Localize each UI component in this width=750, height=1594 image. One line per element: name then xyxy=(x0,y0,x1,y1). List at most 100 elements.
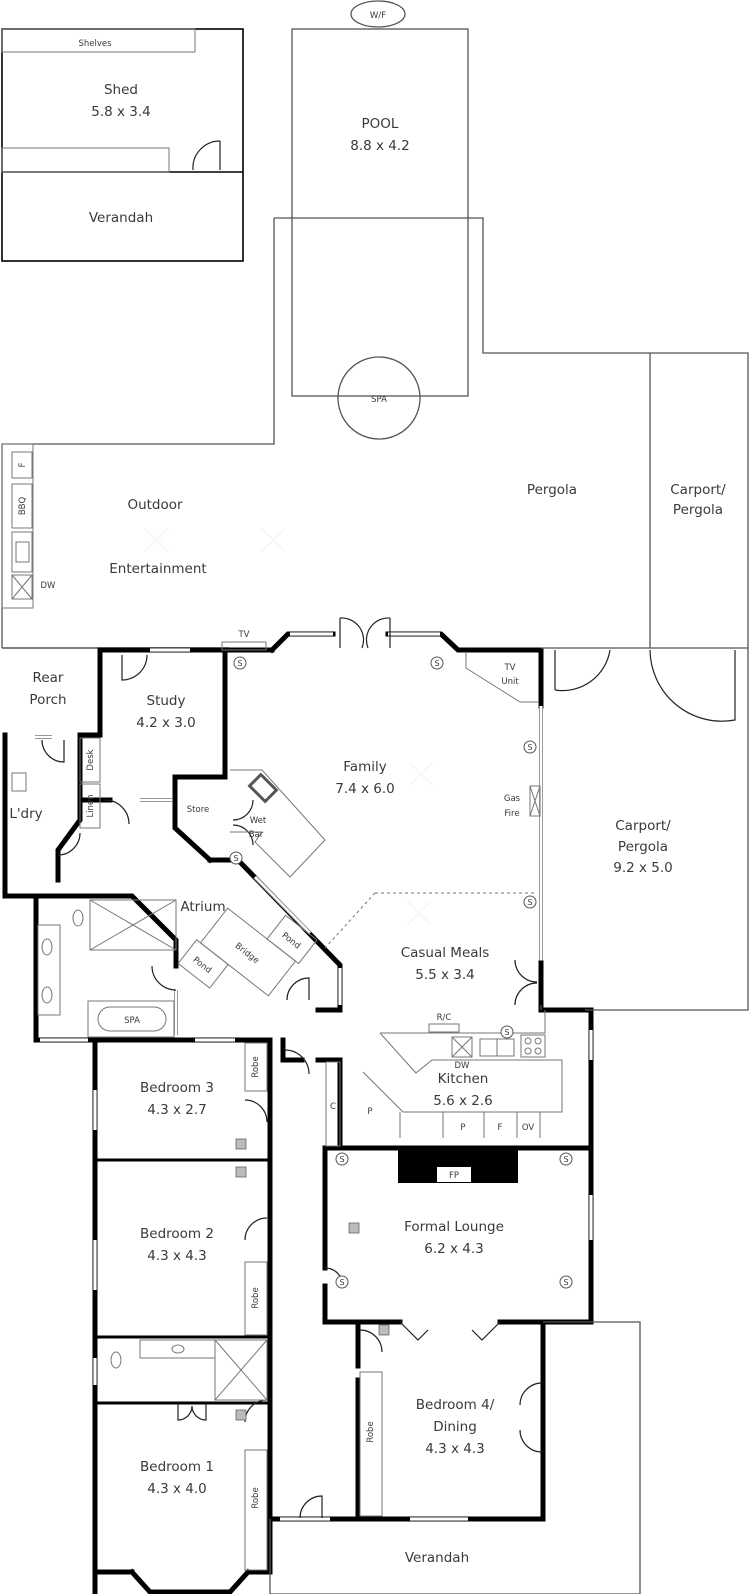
windows xyxy=(35,632,593,1521)
toilet-icon xyxy=(110,1351,122,1369)
smoke-detector-icon xyxy=(335,1152,349,1166)
formal-lounge-name: Formal Lounge xyxy=(404,1219,504,1235)
vent-icons xyxy=(235,1138,390,1421)
smoke-detector-icon xyxy=(335,1275,349,1289)
outdoor-line1: Outdoor xyxy=(127,497,183,513)
kitchen-bench xyxy=(362,1010,563,1113)
gas-fire-line1: Gas xyxy=(504,794,521,804)
smoke-detector-icon xyxy=(523,895,537,909)
shed-size: 5.8 x 3.4 xyxy=(91,104,151,120)
pool-name: POOL xyxy=(362,116,399,132)
kitchen-size: 5.6 x 2.6 xyxy=(433,1093,493,1109)
smoke-detector-label: S xyxy=(233,854,238,863)
family-size: 7.4 x 6.0 xyxy=(335,781,395,797)
smoke-detector-icon xyxy=(523,740,537,754)
smoke-detector-label: S xyxy=(339,1278,344,1287)
shed: Shelves Shed 5.8 x 3.4 Verandah xyxy=(1,28,244,262)
smoke-detector-label: S xyxy=(434,659,439,668)
bedroom1-robe-label: Robe xyxy=(251,1487,261,1508)
casual-meals-boundary xyxy=(324,892,536,949)
sink-icon xyxy=(247,772,279,804)
wet-bar-line1: Wet xyxy=(250,816,267,826)
front-verandah-boundary xyxy=(269,1321,641,1594)
family-name: Family xyxy=(343,759,386,775)
outdoor-dw-label: DW xyxy=(41,581,57,591)
linen-label: Linen xyxy=(86,794,96,817)
bedroom3-robe-label: Robe xyxy=(251,1056,261,1077)
wet-bar-line2: Bar xyxy=(249,830,264,840)
cupboard-label: C xyxy=(330,1102,336,1112)
spa-label: SPA xyxy=(371,395,387,405)
store-label: Store xyxy=(187,805,209,815)
cooktop-icon xyxy=(520,1034,546,1058)
smoke-detector-label: S xyxy=(504,1028,509,1037)
bedroom2-robe-label: Robe xyxy=(251,1287,261,1308)
outdoor-entertainment: F BBQ DW Outdoor Entertainment Pergola C… xyxy=(1,443,726,609)
bedroom4-line1: Bedroom 4/ xyxy=(416,1397,495,1413)
bedroom1-size: 4.3 x 4.0 xyxy=(147,1481,207,1497)
bedroom2-size: 4.3 x 4.3 xyxy=(147,1248,207,1264)
casual-meals-name: Casual Meals xyxy=(401,945,490,961)
doors xyxy=(41,617,736,1519)
rear-porch-line1: Rear xyxy=(33,670,64,686)
smoke-detector-label: S xyxy=(527,898,532,907)
shower-icon xyxy=(214,1339,268,1401)
smoke-detector-icon xyxy=(229,851,243,865)
rc-label: R/C xyxy=(437,1013,452,1023)
reverse-cycle-ac-icon xyxy=(428,1023,460,1033)
ceiling-fan-icon xyxy=(261,528,286,552)
bedroom4-size: 4.3 x 4.3 xyxy=(425,1441,485,1457)
pergola-boundary xyxy=(274,217,749,648)
smoke-detector-label: S xyxy=(237,659,242,668)
study-size: 4.2 x 3.0 xyxy=(136,715,196,731)
smoke-detector-label: S xyxy=(563,1278,568,1287)
carport-top-line1: Carport/ xyxy=(670,482,726,498)
basin-icon xyxy=(171,1344,185,1354)
smoke-detector-label: S xyxy=(563,1155,568,1164)
basin-icon xyxy=(41,938,53,956)
bedroom4-line2: Dining xyxy=(433,1419,477,1435)
bridge-label: Bridge xyxy=(233,941,261,966)
smoke-detector-icon xyxy=(500,1025,514,1039)
bbq-label: BBQ xyxy=(18,497,28,516)
family-tv-label: TV xyxy=(237,630,249,640)
atrium-label: Atrium xyxy=(180,899,225,915)
kitchen-dw-label: DW xyxy=(455,1061,471,1071)
bath-spa-label: SPA xyxy=(124,1016,140,1026)
carport-top-line2: Pergola xyxy=(673,502,723,518)
ceiling-fan-icon xyxy=(144,528,169,552)
wf-label: W/F xyxy=(370,11,386,21)
laundry-label: L'dry xyxy=(9,806,42,822)
smoke-detector-icon xyxy=(559,1275,573,1289)
shed-name: Shed xyxy=(104,82,138,98)
outdoor-line2: Entertainment xyxy=(109,561,206,577)
ceiling-fan-icon xyxy=(407,901,431,925)
bedroom3-size: 4.3 x 2.7 xyxy=(147,1102,207,1118)
smoke-detector-label: S xyxy=(527,743,532,752)
kitchen-fridge-label: F xyxy=(498,1123,503,1133)
pool-size: 8.8 x 4.2 xyxy=(350,138,410,154)
shower-icon xyxy=(89,899,177,951)
bath-spa-icon xyxy=(97,1006,167,1032)
shed-verandah-label: Verandah xyxy=(89,210,153,226)
pond-a-label: Pond xyxy=(280,931,303,952)
house-walls xyxy=(2,631,594,1594)
wet-bar-counter xyxy=(230,769,326,878)
bedroom4-robe-label: Robe xyxy=(366,1421,376,1442)
tv-unit-line1: TV xyxy=(503,663,515,673)
carport-line2: Pergola xyxy=(618,839,668,855)
toilet-icon xyxy=(72,909,84,927)
gas-fire-icon xyxy=(529,785,541,817)
study-name: Study xyxy=(147,693,186,709)
pool: W/F POOL 8.8 x 4.2 SPA xyxy=(291,0,469,440)
tv-unit xyxy=(465,652,538,703)
casual-meals-size: 5.5 x 3.4 xyxy=(415,967,475,983)
kitchen-pantry2-label: P xyxy=(367,1107,372,1117)
bedroom2-name: Bedroom 2 xyxy=(140,1226,214,1242)
smoke-detector-icon xyxy=(233,656,247,670)
bedroom3-name: Bedroom 3 xyxy=(140,1080,214,1096)
rear-porch-line2: Porch xyxy=(29,692,66,708)
fridge-label: F xyxy=(18,462,28,467)
